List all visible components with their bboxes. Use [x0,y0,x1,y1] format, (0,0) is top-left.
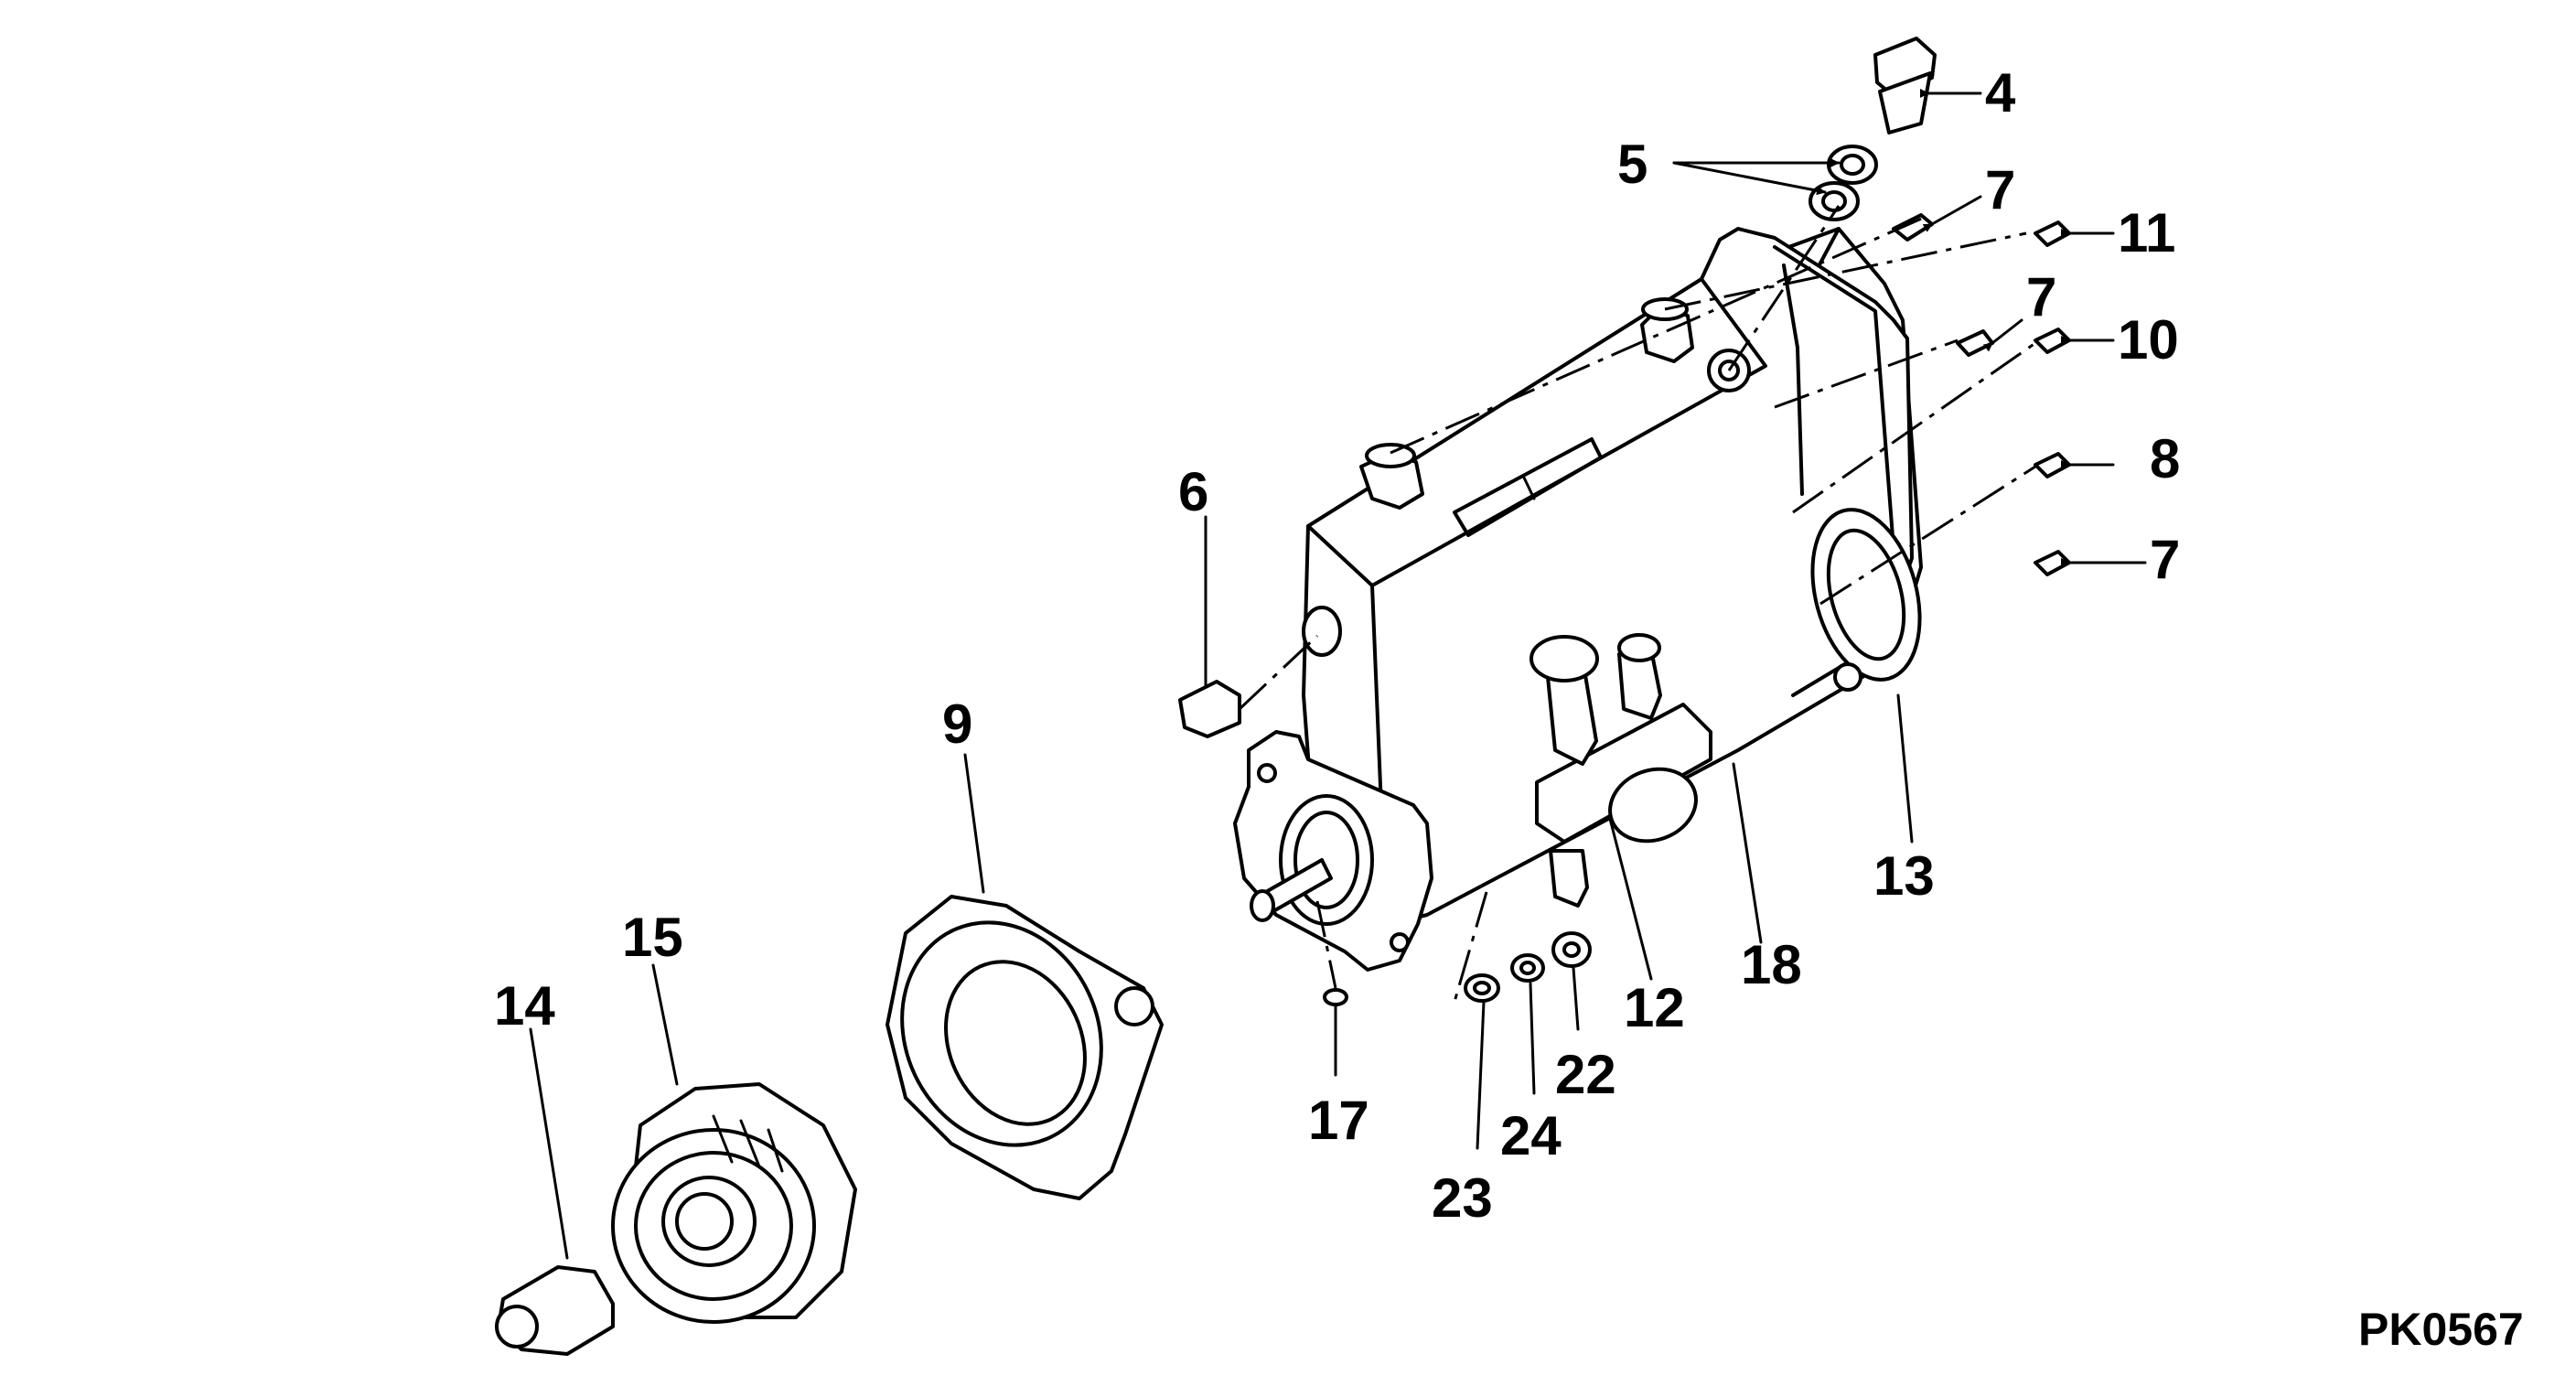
callout-7-top: 7 [1985,159,2015,220]
callout-24: 24 [1500,1105,1562,1166]
callout-7-bottom: 7 [2150,529,2180,590]
gear-15 [611,1082,857,1324]
callout-10: 10 [2118,309,2179,371]
leader-lines [529,89,2147,1260]
callout-15: 15 [622,907,683,968]
nut-14 [495,1265,615,1356]
callout-8: 8 [2150,428,2180,489]
callout-23: 23 [1432,1167,1493,1229]
callout-4: 4 [1985,62,2016,124]
callout-9: 9 [942,693,972,755]
drawing-code: PK0567 [2358,1304,2524,1355]
small-screws [1892,213,2071,576]
bolt-4 [1873,37,1937,134]
washers-22-24-23 [1453,891,1592,1003]
cap-6 [1178,680,1241,738]
callout-22: 22 [1555,1044,1616,1105]
callout-5: 5 [1617,134,1648,195]
feed-pump [1530,633,1712,908]
callout-18: 18 [1741,934,1802,995]
callout-6: 6 [1178,461,1208,522]
callout-11: 11 [2118,202,2175,263]
callout-labels: 4 5 7 11 7 10 8 7 6 9 13 18 12 22 24 23 … [494,62,2180,1229]
drive-cover-9 [886,895,1164,1200]
callout-17: 17 [1308,1090,1369,1151]
washers-5 [1809,145,1878,221]
callout-14: 14 [494,975,555,1037]
callout-13: 13 [1873,845,1935,907]
callout-12: 12 [1624,977,1685,1038]
callout-7-mid: 7 [2026,266,2056,328]
